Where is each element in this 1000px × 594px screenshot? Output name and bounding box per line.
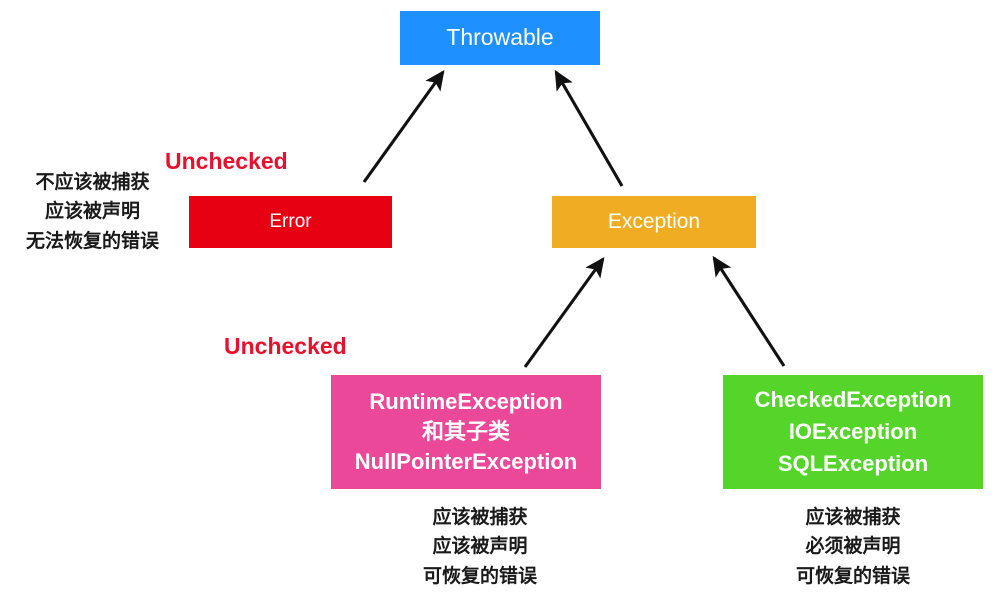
node-runtime-exception-line-3: NullPointerException (354, 449, 578, 475)
node-runtime-exception-line-2: 和其子类 (421, 418, 510, 444)
annotation-checked-notes: 应该被捕获 必须被声明 可恢复的错误 (733, 503, 973, 591)
annotation-runtime-notes: 应该被捕获 应该被声明 可恢复的错误 (360, 503, 600, 591)
node-checked-exception-line-3: SQLException (777, 451, 929, 477)
node-error[interactable]: Error (189, 196, 392, 248)
edge-exception-to-throwable (554, 69, 624, 187)
label-unchecked-error: Unchecked (165, 148, 288, 174)
node-exception-label: Exception (607, 209, 701, 233)
annotation-error-notes-line-1: 不应该被捕获 (35, 172, 150, 193)
annotation-runtime-notes-line-2: 应该被声明 (432, 536, 528, 558)
annotation-checked-notes-line-2: 必须被声明 (805, 536, 901, 558)
label-unchecked-runtime: Unchecked (224, 333, 347, 359)
node-error-label: Error (269, 210, 312, 232)
node-checked-exception-line-1: CheckedException (754, 386, 952, 412)
edge-runtime-to-exception (523, 256, 605, 368)
node-checked-exception-line-2: IOException (788, 418, 918, 444)
node-checked-exception[interactable]: CheckedException IOException SQLExceptio… (723, 375, 983, 489)
annotation-error-notes-line-2: 应该被声明 (44, 201, 140, 223)
node-throwable[interactable]: Throwable (400, 11, 600, 65)
annotation-runtime-notes-line-3: 可恢复的错误 (422, 565, 537, 587)
annotation-checked-notes-line-1: 应该被捕获 (805, 507, 901, 528)
edge-checked-to-exception (712, 255, 786, 367)
node-runtime-exception-line-1: RuntimeException (369, 388, 563, 414)
node-throwable-label: Throwable (446, 24, 554, 51)
annotation-error-notes-line-3: 无法恢复的错误 (25, 230, 159, 252)
annotation-runtime-notes-line-1: 应该被捕获 (432, 507, 528, 528)
node-runtime-exception[interactable]: RuntimeException 和其子类 NullPointerExcepti… (331, 375, 601, 489)
edge-error-to-throwable (362, 69, 445, 183)
node-exception[interactable]: Exception (552, 196, 756, 248)
annotation-error-notes: 不应该被捕获 应该被声明 无法恢复的错误 (10, 168, 175, 256)
annotation-checked-notes-line-3: 可恢复的错误 (795, 565, 910, 587)
